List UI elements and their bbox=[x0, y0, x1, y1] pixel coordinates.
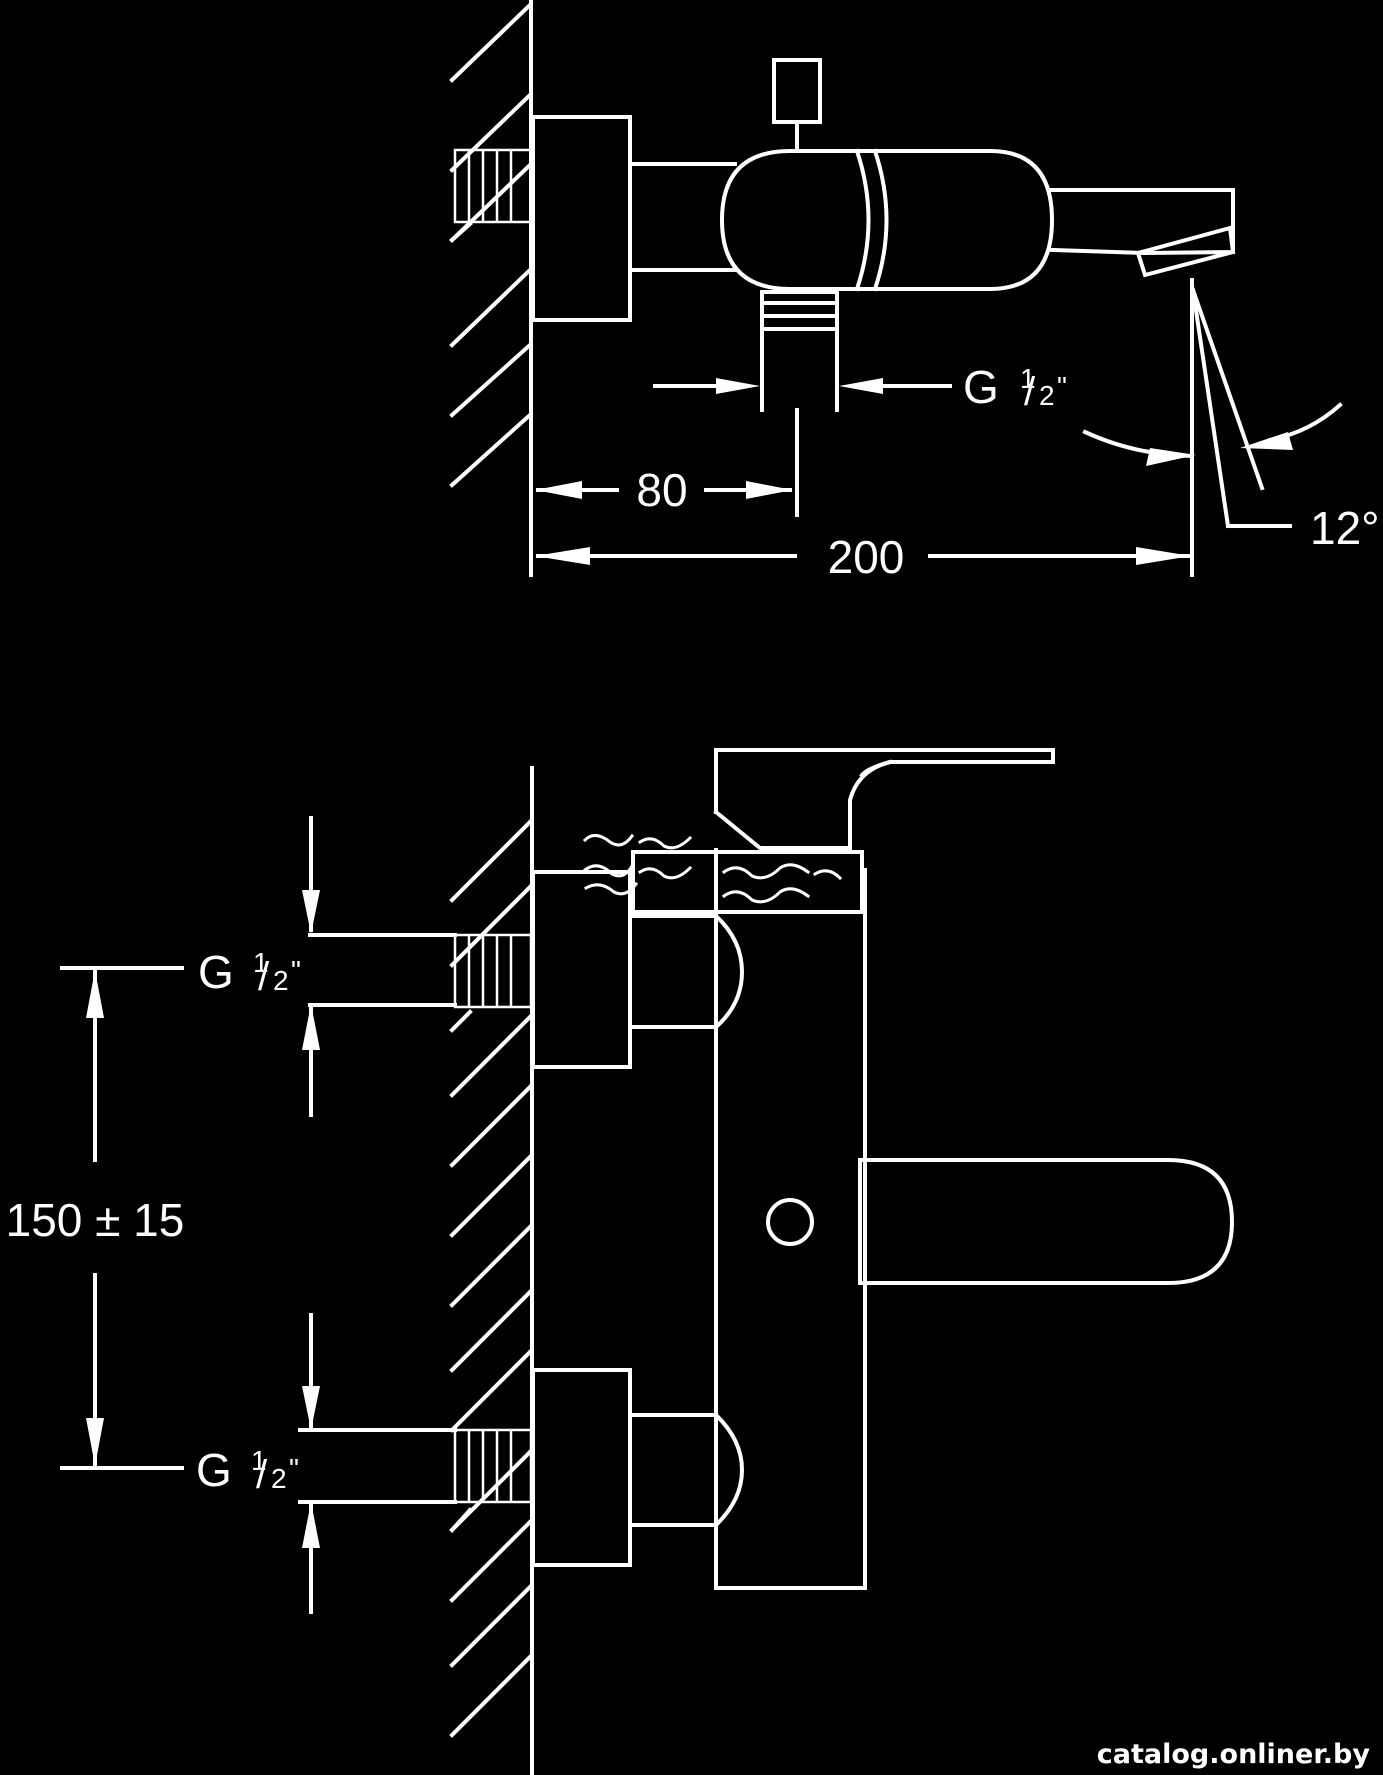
dim-angle: 12° bbox=[1082, 287, 1380, 554]
dim-upper-G: G bbox=[198, 946, 234, 998]
dim-upper-den: 2 bbox=[273, 965, 289, 996]
dim-upper-inlet: G 1 / 2 " bbox=[198, 816, 320, 1117]
dim-lower-mark: " bbox=[289, 1453, 299, 1484]
dim-inlet-top-num: 1 bbox=[1020, 363, 1036, 394]
dim-200: 200 bbox=[535, 278, 1194, 583]
dim-lower-den: 2 bbox=[271, 1463, 287, 1494]
side-view: G 1 / 2 " G 1 / 2 " 150 ± 15 bbox=[6, 748, 1235, 1775]
dim-upper-slash: / bbox=[258, 955, 270, 999]
lower-inlet bbox=[298, 1368, 745, 1567]
upper-inlet bbox=[308, 870, 745, 1069]
dim-80: 80 bbox=[535, 408, 799, 517]
dim-lower-inlet: G 1 / 2 " bbox=[196, 1313, 320, 1614]
dim-inlet-top: G 1 / 2 " bbox=[653, 361, 1067, 414]
outlet-connector-top bbox=[760, 290, 839, 412]
dim-80-label: 80 bbox=[636, 464, 687, 516]
dim-inlet-top-den: 2 bbox=[1039, 380, 1055, 411]
wall-hatching-side bbox=[449, 819, 533, 1738]
watermark: catalog.onliner.by bbox=[1097, 1739, 1371, 1770]
mixer-body-top bbox=[719, 149, 1055, 291]
dim-inlet-top-slash: / bbox=[1024, 370, 1036, 414]
dim-200-label: 200 bbox=[828, 531, 905, 583]
mixer-body-side bbox=[714, 848, 867, 1590]
dim-inlet-top-mark: " bbox=[1057, 371, 1067, 402]
dim-upper-num: 1 bbox=[253, 947, 269, 978]
top-view: G 1 / 2 " 80 200 bbox=[449, 0, 1380, 583]
dim-lower-G: G bbox=[196, 1444, 232, 1496]
inlet-thread-top bbox=[449, 148, 533, 243]
dim-spacing: 150 ± 15 bbox=[6, 966, 185, 1470]
cartridge-base bbox=[582, 833, 864, 914]
spout-side bbox=[858, 1158, 1235, 1285]
dim-lower-num: 1 bbox=[251, 1445, 267, 1476]
diverter-knob bbox=[766, 1198, 814, 1246]
dim-angle-label: 12° bbox=[1310, 502, 1380, 554]
dim-spacing-label: 150 ± 15 bbox=[6, 1194, 185, 1246]
escutcheon-top bbox=[531, 115, 632, 322]
dim-upper-mark: " bbox=[291, 955, 301, 986]
dim-lower-slash: / bbox=[256, 1453, 268, 1497]
dim-inlet-top-G: G bbox=[963, 361, 999, 413]
